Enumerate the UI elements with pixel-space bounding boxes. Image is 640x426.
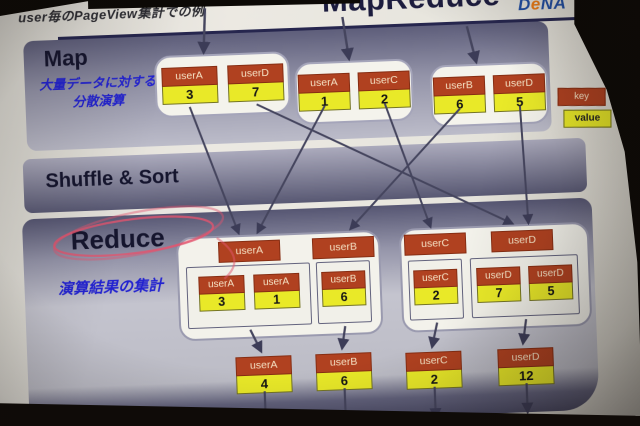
map-kv: userD 5 [492, 73, 547, 113]
kv-value: 6 [433, 94, 487, 115]
reduce-kv: userA 3 [197, 274, 246, 312]
dena-logo-e: e [530, 0, 542, 14]
kv-key: userB [321, 270, 366, 290]
map-kv: userB 6 [432, 75, 487, 115]
kv-key: userA [197, 274, 245, 295]
kv-key: userA [235, 355, 293, 377]
kv-key: userA [297, 72, 351, 94]
partition-tab-userb: userB [311, 235, 375, 260]
kv-value: 12 [497, 366, 555, 387]
partition-tab-userd: userD [490, 229, 554, 253]
partition-userb: userB 6 [315, 260, 373, 325]
dena-logo-na: NA [540, 0, 567, 14]
kv-key: userC [405, 350, 463, 372]
legend-key-box: key [557, 87, 606, 106]
partition-userd: userD 7 userD 5 [469, 254, 580, 319]
map-kv: userA 1 [297, 72, 351, 112]
partition-tab-usera: userA [217, 239, 281, 263]
legend-value-box: value [563, 109, 612, 128]
kv-key: userD [528, 264, 573, 285]
map-label: Map [43, 44, 89, 72]
reduce-kv: userB 6 [321, 270, 367, 307]
kv-key: userB [315, 352, 372, 374]
kv-value: 6 [321, 288, 367, 307]
kv-key: userD [476, 266, 521, 287]
map-kv: userC 2 [357, 70, 411, 110]
kv-value: 5 [528, 282, 574, 302]
kv-value: 1 [253, 290, 301, 310]
kv-value: 3 [161, 84, 219, 105]
kv-key: userC [357, 70, 411, 92]
map-group-1: userA 3 userD 7 [153, 51, 292, 119]
kv-key: userD [492, 73, 546, 95]
kv-value: 4 [236, 374, 293, 395]
result-userd: userD 12 [497, 347, 555, 387]
map-kv: userD 7 [226, 63, 285, 103]
kv-value: 7 [227, 82, 285, 103]
partition-userc: userC 2 [407, 258, 465, 321]
kv-value: 2 [413, 286, 459, 306]
kv-value: 1 [298, 91, 351, 112]
partition-usera: userA 3 userA 1 [185, 262, 313, 330]
kv-key: userA [252, 272, 300, 293]
partition-tab-userc: userC [403, 232, 467, 256]
map-group-2: userA 1 userC 2 [294, 58, 415, 125]
reduce-kv: userD 7 [476, 266, 522, 304]
kv-key: userC [413, 268, 458, 289]
map-group-3: userB 6 userD 5 [429, 61, 550, 128]
kv-value: 2 [406, 369, 463, 390]
result-userc: userC 2 [405, 350, 463, 390]
result-usera: userA 4 [235, 355, 293, 395]
reduce-kv: userC 2 [413, 268, 459, 306]
kv-value: 5 [493, 92, 547, 113]
kv-value: 6 [316, 371, 373, 392]
reduce-label: Reduce [70, 221, 166, 256]
reduce-kv: userA 1 [252, 272, 301, 310]
kv-key: userA [160, 65, 218, 87]
kv-value: 2 [358, 89, 411, 110]
kv-key: userD [497, 347, 554, 369]
reduce-kv: userD 5 [528, 264, 574, 302]
kv-value: 7 [476, 284, 522, 304]
dena-logo: DeNA [518, 0, 567, 15]
kv-value: 3 [198, 292, 246, 312]
kv-key: userB [432, 75, 486, 97]
result-userb: userB 6 [315, 352, 373, 392]
dena-logo-text: D [517, 0, 532, 15]
map-note: 大量データに対する 分散演算 [22, 72, 173, 113]
kv-key: userD [226, 63, 284, 85]
map-kv: userA 3 [160, 65, 219, 105]
